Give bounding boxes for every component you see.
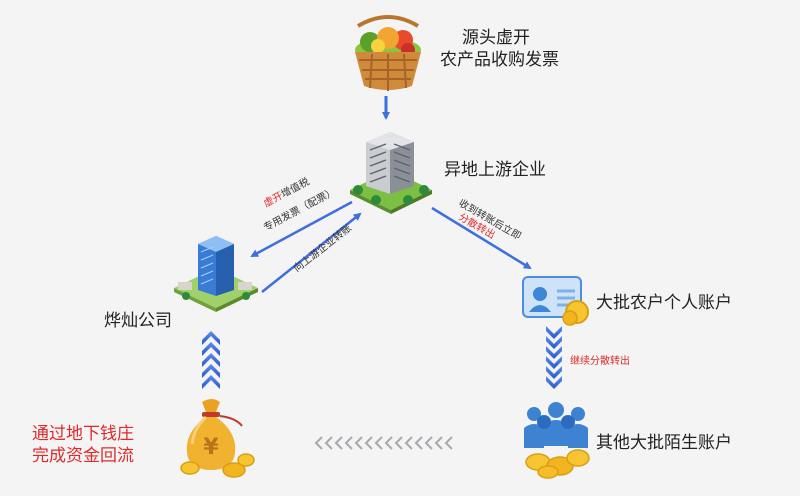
id-card-icon xyxy=(522,276,590,326)
strangers-label: 其他大批陌生账户 xyxy=(596,433,732,453)
basket-label-line2: 农产品收购发票 xyxy=(440,50,559,70)
chevron-down-column xyxy=(546,326,562,389)
people-coins-icon xyxy=(520,400,592,480)
currency-symbol: ¥ xyxy=(203,435,219,460)
basket-label-line1: 源头虚开 xyxy=(462,28,530,48)
arrow-upstream-to-farmers xyxy=(431,206,532,270)
upstream-building-icon xyxy=(346,128,436,214)
chevron-left-row xyxy=(314,436,453,450)
underground-label-line1: 通过地下钱庄 xyxy=(32,424,134,444)
produce-basket-icon xyxy=(348,14,428,94)
company-label: 烨灿公司 xyxy=(104,311,172,331)
money-bag-icon: ¥ xyxy=(176,396,258,480)
upstream-label: 异地上游企业 xyxy=(444,160,546,180)
chevron-up-column xyxy=(202,331,220,389)
company-building-icon xyxy=(170,232,262,312)
continue-label: 继续分散转出 xyxy=(570,356,630,367)
arrow-invoice-to-company xyxy=(250,200,353,258)
farmers-label: 大批农户个人账户 xyxy=(596,293,732,313)
arrow-transfer-to-upstream xyxy=(261,212,362,293)
underground-label-line2: 完成资金回流 xyxy=(32,446,134,466)
